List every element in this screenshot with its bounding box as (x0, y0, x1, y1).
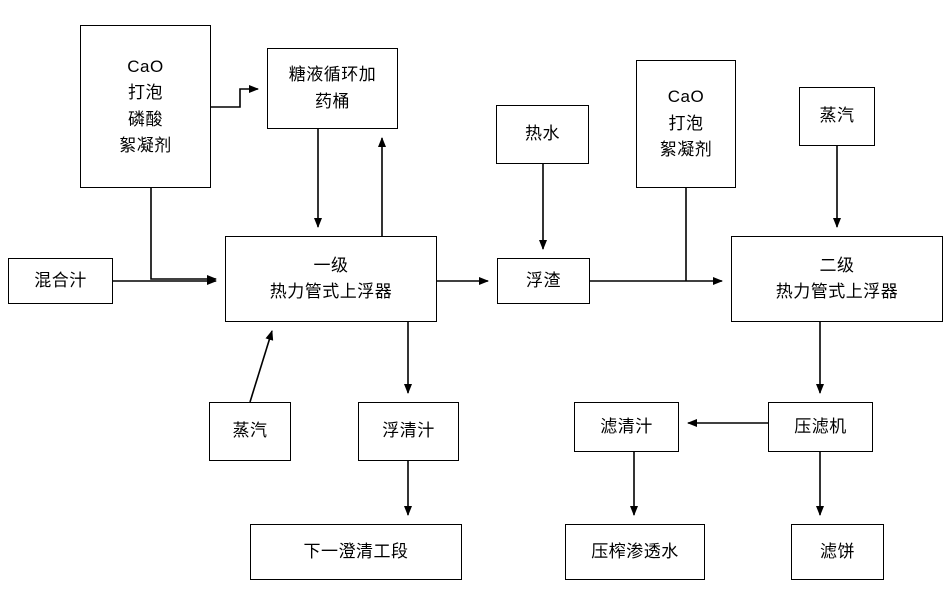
edge-cao1-to-floater1 (150, 188, 217, 283)
edge-cao1-to-sugar-tank (211, 85, 259, 108)
node-line: 打泡 (128, 83, 163, 103)
node-steam-top-right[interactable]: 蒸汽 (799, 87, 875, 146)
node-line: 混合汁 (34, 270, 87, 290)
node-line: 絮凝剂 (659, 140, 713, 160)
node-line: 蒸汽 (819, 106, 855, 126)
node-line: 蒸汽 (232, 421, 268, 441)
node-filter-cake[interactable]: 滤饼 (791, 524, 884, 580)
node-line: 浮渣 (526, 270, 561, 290)
node-line: 压滤机 (794, 416, 847, 436)
node-line: 磷酸 (128, 109, 163, 129)
node-sugar-liquid-circulation-dosing-tank[interactable]: 糖液循环加 药桶 (267, 48, 398, 129)
node-line: CaO (667, 87, 705, 107)
node-mixed-juice[interactable]: 混合汁 (8, 258, 113, 304)
node-line: 热力管式上浮器 (269, 282, 393, 301)
node-line: 浮清汁 (382, 421, 435, 441)
node-line: 压榨渗透水 (591, 541, 679, 561)
node-hot-water[interactable]: 热水 (496, 105, 589, 164)
node-primary-thermal-tube-flotator[interactable]: 一级 热力管式上浮器 (225, 236, 437, 322)
node-line: 糖液循环加 (288, 65, 377, 85)
node-next-clarification-stage[interactable]: 下一澄清工段 (250, 524, 462, 580)
node-floated-clear-juice[interactable]: 浮清汁 (358, 402, 459, 461)
node-press-permeate-water[interactable]: 压榨渗透水 (565, 524, 705, 580)
node-line: 打泡 (668, 113, 704, 133)
node-line: 热水 (525, 124, 560, 144)
node-cao-flocculant[interactable]: CaO 打泡 絮凝剂 (636, 60, 736, 188)
node-filtered-clear-juice[interactable]: 滤清汁 (574, 402, 679, 452)
node-line: 絮凝剂 (119, 135, 172, 155)
node-cao-phosphoric-flocculant[interactable]: CaO 打泡 磷酸 絮凝剂 (80, 25, 211, 188)
node-line: 滤清汁 (600, 416, 653, 436)
edge-steam-left-to-floater1 (249, 330, 274, 403)
node-line: 二级 (819, 255, 855, 275)
node-filter-press[interactable]: 压滤机 (768, 402, 873, 452)
node-secondary-thermal-tube-flotator[interactable]: 二级 热力管式上浮器 (731, 236, 943, 322)
node-line: 一级 (313, 255, 349, 275)
node-line: 滤饼 (820, 541, 855, 561)
node-steam-left[interactable]: 蒸汽 (209, 402, 291, 461)
node-line: 药桶 (315, 91, 350, 111)
node-line: CaO (127, 56, 164, 76)
node-line: 下一澄清工段 (303, 541, 409, 561)
node-scum[interactable]: 浮渣 (497, 258, 590, 304)
node-line: 热力管式上浮器 (775, 282, 899, 301)
